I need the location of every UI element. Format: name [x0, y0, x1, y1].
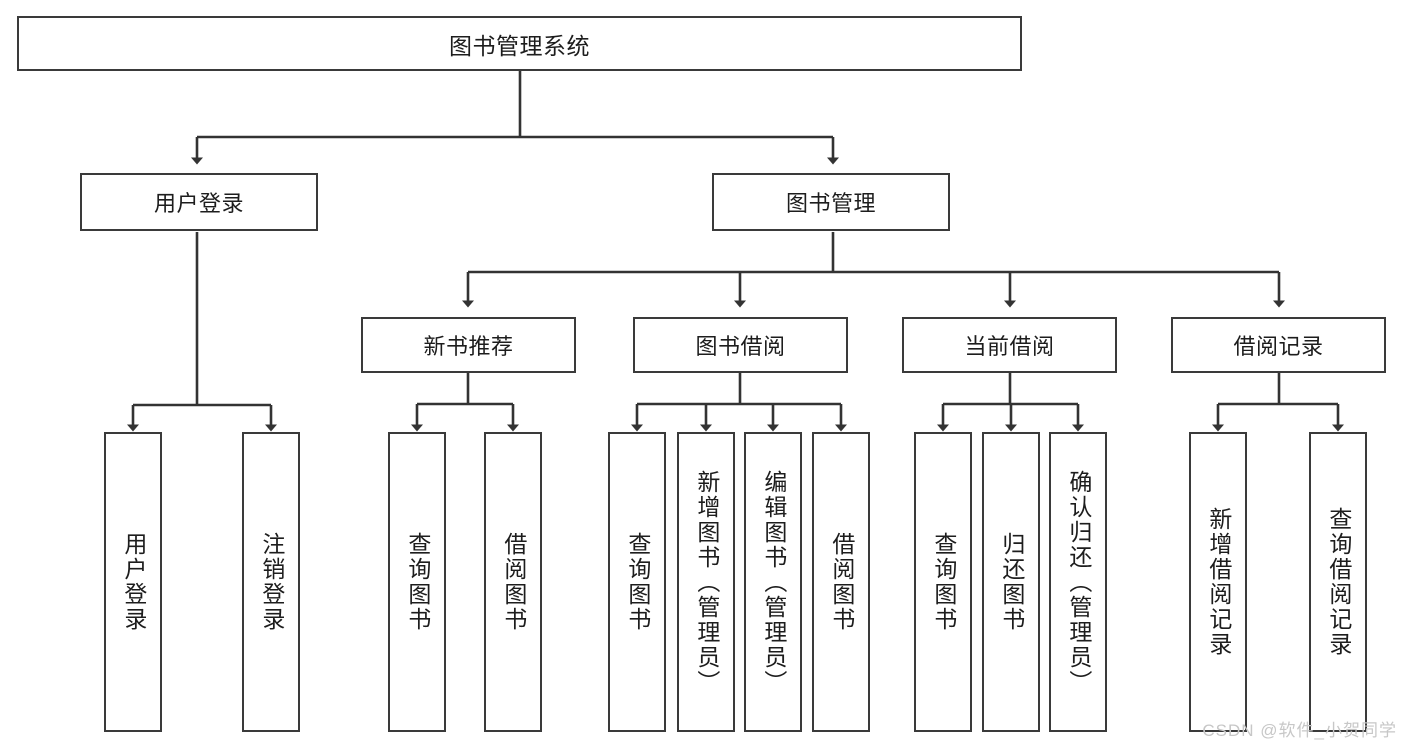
- node-book-manage-label: 图书管理: [785, 191, 876, 216]
- node-leaf-query-book-3-label: 查询图书: [930, 532, 957, 632]
- node-leaf-return-book[interactable]: 归还图书: [982, 432, 1040, 732]
- node-leaf-query-book-1-label: 查询图书: [404, 532, 431, 632]
- node-leaf-logout-login[interactable]: 注销登录: [242, 432, 300, 732]
- node-leaf-borrow-book-2[interactable]: 借阅图书: [812, 432, 870, 732]
- node-leaf-edit-book-label: 编辑图书（管理员）: [760, 469, 787, 695]
- node-leaf-add-record[interactable]: 新增借阅记录: [1189, 432, 1247, 732]
- node-leaf-user-login[interactable]: 用户登录: [104, 432, 162, 732]
- node-leaf-query-record[interactable]: 查询借阅记录: [1309, 432, 1367, 732]
- node-leaf-borrow-book-1-label: 借阅图书: [500, 532, 527, 632]
- node-user-login[interactable]: 用户登录: [80, 173, 318, 231]
- node-leaf-add-book-label: 新增图书（管理员）: [693, 469, 720, 695]
- node-new-book-recommend-label: 新书推荐: [423, 334, 514, 359]
- node-leaf-query-book-3[interactable]: 查询图书: [914, 432, 972, 732]
- watermark: CSDN @软件_小贺同学: [1202, 721, 1397, 740]
- node-leaf-borrow-book-2-label: 借阅图书: [828, 532, 855, 632]
- node-leaf-user-login-label: 用户登录: [120, 532, 147, 632]
- node-leaf-query-record-label: 查询借阅记录: [1325, 507, 1352, 657]
- node-leaf-borrow-book-1[interactable]: 借阅图书: [484, 432, 542, 732]
- node-current-borrow[interactable]: 当前借阅: [902, 317, 1117, 373]
- node-leaf-query-book-2[interactable]: 查询图书: [608, 432, 666, 732]
- node-leaf-add-record-label: 新增借阅记录: [1205, 507, 1232, 657]
- node-leaf-query-book-1[interactable]: 查询图书: [388, 432, 446, 732]
- node-leaf-query-book-2-label: 查询图书: [624, 532, 651, 632]
- node-leaf-confirm-return[interactable]: 确认归还（管理员）: [1049, 432, 1107, 732]
- node-new-book-recommend[interactable]: 新书推荐: [361, 317, 576, 373]
- node-book-borrow[interactable]: 图书借阅: [633, 317, 848, 373]
- node-root[interactable]: 图书管理系统: [17, 16, 1022, 71]
- node-leaf-confirm-return-label: 确认归还（管理员）: [1065, 469, 1092, 695]
- node-leaf-add-book[interactable]: 新增图书（管理员）: [677, 432, 735, 732]
- node-book-borrow-label: 图书借阅: [695, 334, 786, 359]
- node-borrow-record-label: 借阅记录: [1233, 334, 1324, 359]
- node-root-label: 图书管理系统: [449, 32, 590, 59]
- node-current-borrow-label: 当前借阅: [964, 334, 1055, 359]
- node-user-login-label: 用户登录: [153, 191, 244, 216]
- node-leaf-edit-book[interactable]: 编辑图书（管理员）: [744, 432, 802, 732]
- node-leaf-return-book-label: 归还图书: [998, 532, 1025, 632]
- node-book-manage[interactable]: 图书管理: [712, 173, 950, 231]
- node-leaf-logout-login-label: 注销登录: [258, 532, 285, 632]
- node-borrow-record[interactable]: 借阅记录: [1171, 317, 1386, 373]
